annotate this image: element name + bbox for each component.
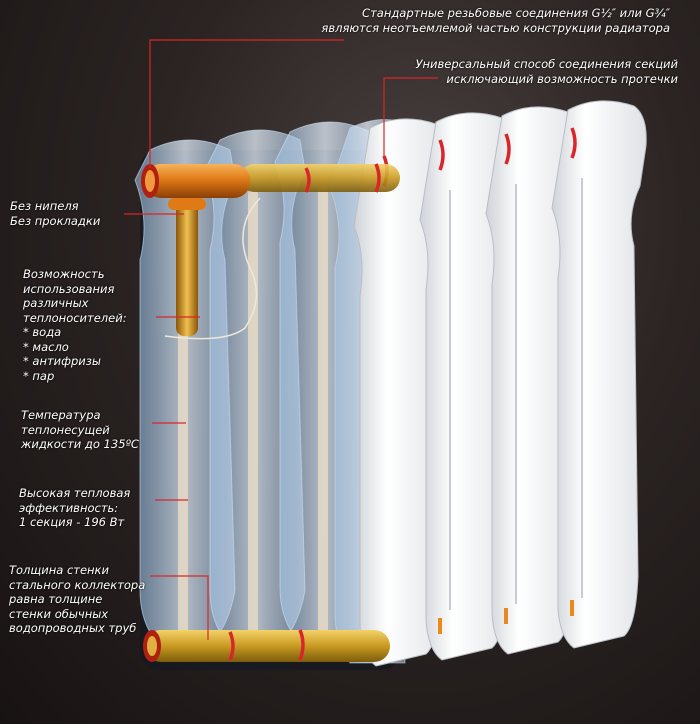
callout-line: Универсальный способ соединения секций [415,57,678,71]
leader-thread [149,39,344,168]
callout-line: являются неотъемлемой частью конструкции… [321,20,670,35]
callout-line: * вода [23,325,62,339]
callout-efficiency: Высокая тепловая эффективность: 1 секция… [19,486,130,530]
callout-line: Толщина стенки [9,563,109,577]
bottom-collector [143,629,390,662]
callout-no-nipple: Без нипеля Без прокладки [10,199,100,228]
callout-line: 1 секция - 196 Вт [19,515,125,529]
callout-line: исключающий возможность протечки [446,71,678,86]
callout-line: водопроводных труб [9,621,137,635]
callout-line: жидкости до 135ºС [21,437,139,451]
callout-line: Высокая тепловая [19,486,131,500]
callout-line: * антифризы [23,354,101,368]
callout-line: Возможность [23,267,105,281]
callout-line: теплонесущей [21,422,110,437]
white-section-4 [551,100,647,649]
callout-line: равна толщине [9,592,103,606]
callout-line: Температура [21,408,101,422]
leader-sealing [383,77,438,158]
callout-coolants: Возможность использования различных тепл… [23,267,127,383]
bottom-marks [438,600,574,634]
callout-line: теплоносителей: [23,310,127,325]
callout-line: эффективность: [19,500,119,515]
callout-line: использования [23,281,115,296]
callout-section-connection: Универсальный способ соединения секций и… [415,57,678,86]
callout-line: стенки обычных [9,606,109,621]
callout-line: различных [23,296,89,310]
callout-thread-connections: Стандартные резьбовые соединения G½″ или… [321,6,670,35]
callout-line: * пар [23,368,55,383]
callout-temperature: Температура теплонесущей жидкости до 135… [21,408,139,452]
white-sections [353,100,647,667]
callout-line: Стандартные резьбовые соединения G½″ или… [362,6,670,20]
leader-lines [124,39,438,640]
callout-line: Без прокладки [10,213,101,228]
callout-line: * масло [23,339,69,354]
top-collector [141,163,400,340]
callout-line: Без нипеля [10,199,79,213]
callout-line: стального коллектора [9,577,146,592]
fin-edges [449,178,583,610]
leader-wall [150,575,209,640]
callout-wall-thickness: Толщина стенки стального коллектора равн… [9,563,145,636]
